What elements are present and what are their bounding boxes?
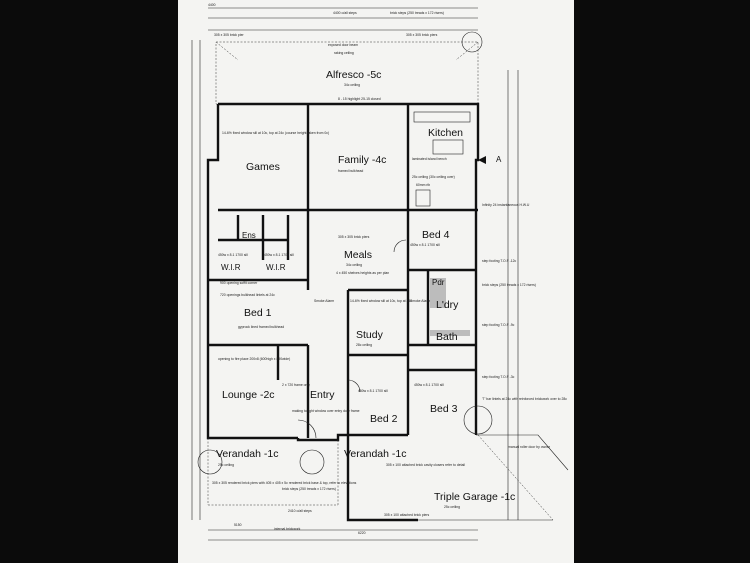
kitchen-island (432, 139, 464, 155)
note-study-window: 14-6% fixed window sill at 10c, top at 2… (350, 299, 412, 303)
note-meals-ceiling: 34c ceiling (346, 263, 362, 267)
room-ldry: L'dry (436, 299, 459, 311)
door-swing-bed2 (347, 379, 361, 393)
note-family-ceiling: framed bulkhead (338, 169, 363, 173)
room-bath: Bath (436, 331, 458, 343)
pier-circle-top (461, 31, 483, 53)
room-bed2: Bed 2 (370, 413, 398, 425)
section-label: A (496, 155, 502, 164)
note-beam: exposed door beam (328, 43, 358, 47)
door-swing-entry (297, 419, 317, 439)
room-alfresco: Alfresco -5c (326, 69, 381, 81)
room-study: Study (356, 329, 384, 341)
room-bed4: Bed 4 (422, 229, 450, 241)
note-top-pier-right: 305 x 305 brick piers (406, 33, 438, 37)
note-wir-window-r: 450w x 8.1 1700 sill (264, 253, 294, 257)
note-tbar: 'T' bar lintels at 24c with reinforced b… (482, 397, 567, 401)
room-family: Family -4c (338, 154, 386, 166)
note-lounge-frame: 2 x 720 frame only (282, 383, 310, 387)
room-kitchen: Kitchen (428, 127, 463, 139)
note-verandah-ceiling: 25c ceiling (218, 463, 234, 467)
room-verandah-left: Verandah -1c (216, 448, 278, 460)
note-smoke-2: Smoke Alarm (410, 299, 430, 303)
room-bed3: Bed 3 (430, 403, 458, 415)
note-step-footing-1: step footing T.O.F -12c (482, 259, 517, 263)
plan-sheet: A Alfresco -5c Games Family -4c Kitchen … (178, 0, 574, 563)
note-garage-ceiling: 25c ceiling (444, 505, 460, 509)
note-attached-piers: 305 x 100 attached brick cavity closers … (386, 463, 465, 467)
note-dim-4400: 4400 (208, 3, 216, 7)
room-wir-right: W.I.R (266, 263, 286, 272)
dimension-lines (191, 7, 519, 541)
room-pdr: Pdr (432, 278, 445, 287)
note-entry: making to light window over entry door f… (292, 409, 360, 413)
section-arrow (478, 156, 486, 164)
note-dim-5150: 5150 (234, 523, 242, 527)
room-wir-left: W.I.R (221, 263, 241, 272)
bath-hatch (430, 330, 470, 336)
laundry-hatch (430, 278, 446, 308)
note-study-ceiling: 28c ceiling (356, 343, 372, 347)
note-bed3-window: 450w x 8.1 1700 sill (414, 383, 444, 387)
note-fire-place: opening to fire place 200x8 (600high x 8… (218, 357, 290, 361)
room-ens: Ens (242, 231, 256, 240)
pier-circle-left (197, 449, 223, 475)
hwu-box (415, 189, 431, 207)
note-meals: 305 x 305 brick piers (338, 235, 370, 239)
note-all-steps-bottom: 2410 o/all steps (288, 509, 312, 513)
garage-outline (346, 434, 569, 522)
floor-plan-drawing: A Alfresco -5c Games Family -4c Kitchen … (191, 3, 569, 541)
note-brick-steps-bottom: brick steps (250 treads x 172 risers) (282, 487, 336, 491)
note-wir-window-l: 450w x 8.1 1700 sill (218, 253, 248, 257)
room-bed1: Bed 1 (244, 307, 272, 319)
pier-circle-right (463, 405, 493, 435)
note-smoke-1: Smoke Alarm (314, 299, 334, 303)
kitchen-bench (413, 111, 471, 123)
note-kitchen-2: 25c ceiling (30c ceiling over) (412, 175, 455, 179)
note-shelves: 4 x 450 shelves heights as per plan (336, 271, 389, 275)
note-alfresco-ceiling: 34c ceiling (344, 83, 360, 87)
note-garage-piers: 305 x 100 attached brick piers (384, 513, 430, 517)
room-lounge: Lounge -2c (222, 389, 275, 401)
room-entry: Entry (310, 389, 335, 401)
note-alfresco: 8 - 15 highlight 25-15 closed (338, 97, 381, 101)
note-internal-brickwork: internal brickwork (274, 527, 301, 531)
note-raking: raking ceiling (334, 51, 354, 55)
note-gyprock: gyprock lined framed bulkhead (238, 325, 284, 329)
note-games-window: 14-6% fixed window sill at 10c, top at 2… (222, 131, 329, 135)
room-triple-garage: Triple Garage -1c (434, 491, 515, 503)
room-games: Games (246, 161, 280, 173)
note-brick-steps-right: brick steps (250 treads x 172 risers) (482, 283, 536, 287)
room-meals: Meals (344, 249, 372, 261)
note-opening-2: 900 opening soffit corner (220, 281, 258, 285)
note-kitchen-3: 60mm rib (416, 183, 430, 187)
note-top-dim-2: brick steps (250 treads x 172 risers) (390, 11, 444, 15)
note-step-footing-3: step footing T.O.F -3c (482, 375, 515, 379)
note-rendered-piers: 305 x 305 rendered brick piers with 405 … (212, 481, 357, 485)
note-kitchen-1: laminated island bench (412, 157, 447, 161)
pier-circle-mid (299, 449, 325, 475)
note-dim-6220: 6220 (358, 531, 366, 535)
note-bed2-window: 450w x 8.1 1700 sill (358, 389, 388, 393)
note-bed4-window: 450w x 8.1 1700 sill (410, 243, 440, 247)
note-step-footing-2: step footing T.O.F -9c (482, 323, 515, 327)
door-swing-bed4 (393, 239, 407, 253)
note-roller-door: manual roller door by owner (508, 445, 551, 449)
note-top-dim-1: 4400 o/all steps (333, 11, 357, 15)
room-verandah-mid: Verandah -1c (344, 448, 406, 460)
note-top-pier: 305 x 305 brick pier (214, 33, 244, 37)
note-opening-1: 720 openings bulkhead lintels at 24c (220, 293, 275, 297)
note-infinity: Infinity 24 instantaneous H.W.U (482, 203, 530, 207)
